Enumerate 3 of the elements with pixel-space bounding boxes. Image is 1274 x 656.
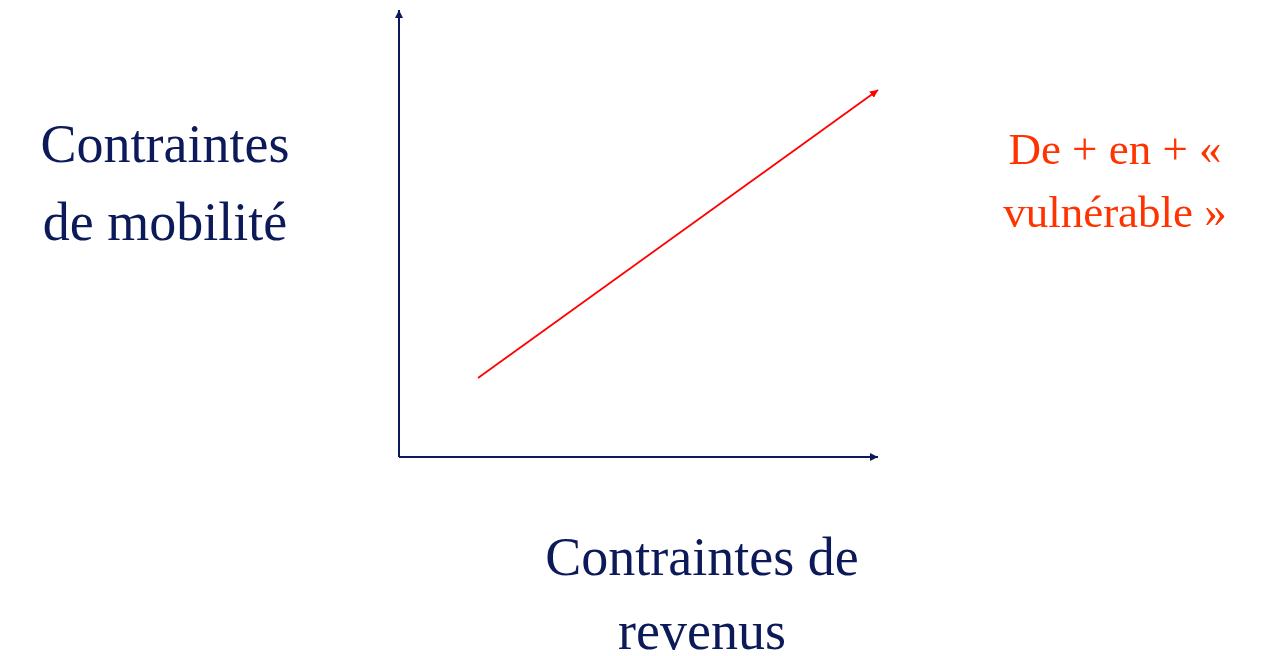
y-axis-title: Contraintes de mobilité (39, 113, 291, 254)
trend-note: De + en + « vulnérable » (1002, 123, 1228, 239)
x-axis-title: Contraintes de revenus (544, 526, 860, 656)
